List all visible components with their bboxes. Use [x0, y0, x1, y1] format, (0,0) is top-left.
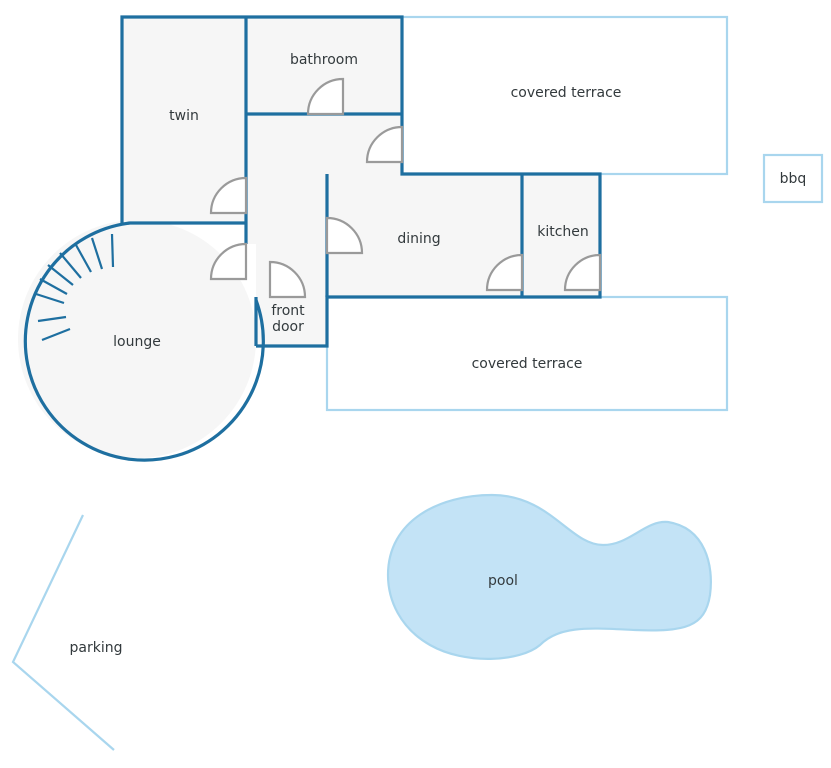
front-door-label-line1: front [271, 303, 305, 319]
kitchen-label: kitchen [537, 224, 589, 240]
covered-terrace-top-label: covered terrace [511, 85, 622, 101]
kitchen-door-1 [485, 253, 524, 292]
pool-label: pool [488, 573, 518, 589]
dining-label: dining [397, 231, 440, 247]
pool-shape [386, 493, 712, 660]
bbq-label: bbq [780, 171, 807, 187]
front-door-area [256, 297, 327, 346]
parking-outline [11, 514, 115, 751]
lounge-wall [23, 221, 265, 462]
front-door-label-line2: door [272, 319, 304, 335]
front-door-swing [268, 260, 307, 299]
hallway-room [246, 114, 402, 297]
spiral-stair [35, 233, 115, 342]
dining-door [325, 216, 364, 255]
bathroom-door [306, 77, 345, 116]
outer-walls [120, 15, 602, 348]
parking-label: parking [70, 640, 123, 656]
terrace-door [365, 125, 404, 164]
lounge-room [18, 220, 256, 458]
kitchen-door-2 [563, 253, 602, 292]
lounge-door [209, 242, 248, 281]
doors [209, 77, 602, 299]
covered-terrace-bottom-outline [325, 295, 729, 412]
covered-terrace-bottom-label: covered terrace [472, 356, 583, 372]
room-fills [18, 17, 600, 458]
twin-door [209, 176, 248, 215]
lounge-label: lounge [113, 334, 161, 350]
bathroom-label: bathroom [290, 52, 358, 68]
twin-label: twin [169, 108, 199, 124]
bbq-outline [762, 153, 824, 204]
